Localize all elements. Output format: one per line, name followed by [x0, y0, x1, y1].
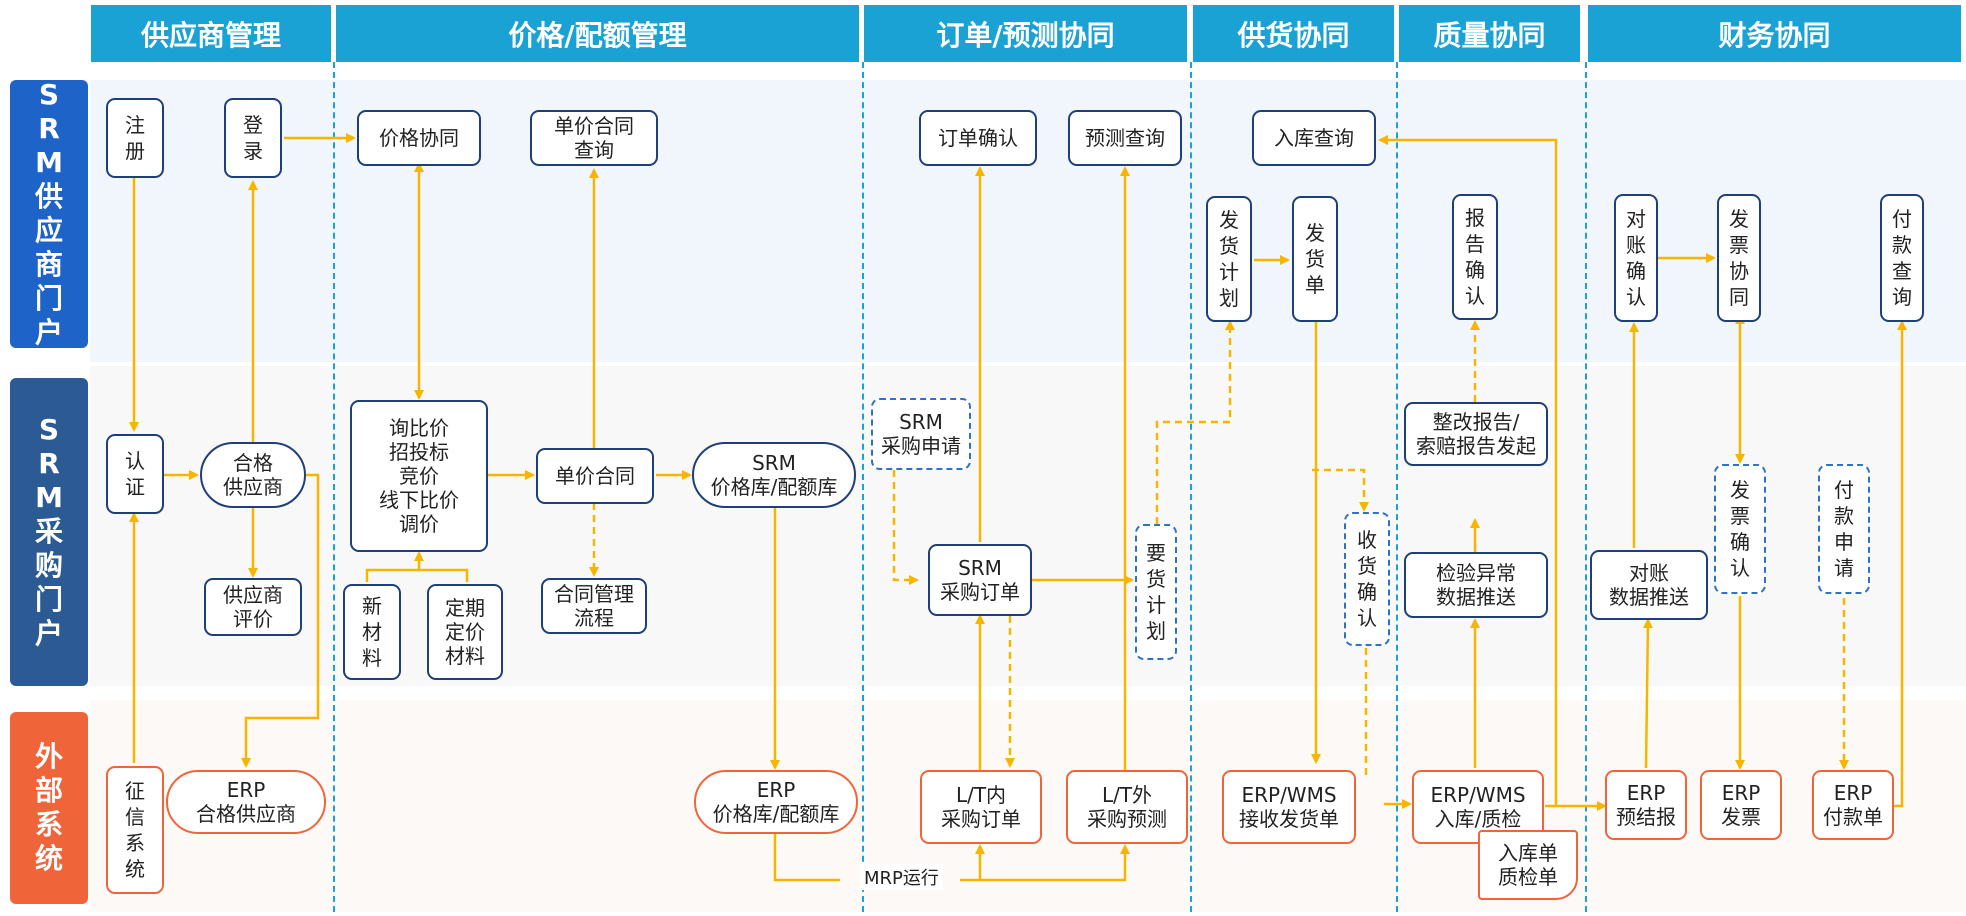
periodic-material-node: 定期 定价 材料 [427, 584, 503, 680]
inspection-exception-push-node: 检验异常 数据推送 [1404, 552, 1548, 618]
reconcile-confirm-node: 对 账 确 认 [1614, 194, 1658, 322]
erp-qualified-supplier-node: ERP 合格供应商 [166, 770, 326, 834]
inquiry-bidding-node: 询比价 招投标 竞价 线下比价 调价 [350, 400, 488, 552]
erp-wms-receive-node: ERP/WMS 接收发货单 [1222, 770, 1356, 844]
report-confirm-node: 报 告 确 认 [1452, 194, 1498, 320]
srm-purchase-order-node: SRM 采购订单 [928, 544, 1032, 616]
payment-query-node: 付 款 查 询 [1880, 194, 1924, 322]
receive-confirm-node: 收 货 确 认 [1344, 512, 1390, 646]
reconcile-push-node: 对账 数据推送 [1590, 550, 1708, 620]
row-label-external: 外部系统 [10, 712, 88, 904]
separator [333, 62, 335, 912]
column-quality: 质量协同 [1399, 5, 1580, 62]
srm-purchase-request-node: SRM 采购申请 [871, 398, 971, 470]
storage-inspection-doc-node: 入库单 质检单 [1478, 830, 1578, 900]
storage-query-node: 入库查询 [1252, 110, 1376, 166]
separator [1190, 62, 1192, 912]
payment-request-node: 付 款 申 请 [1818, 464, 1870, 594]
forecast-query-node: 预测查询 [1068, 110, 1182, 166]
price-collab-node: 价格协同 [357, 110, 481, 166]
qualified-supplier-node: 合格 供应商 [200, 442, 306, 508]
erp-pre-settlement-node: ERP 预结报 [1605, 770, 1687, 840]
new-material-node: 新 材 料 [343, 584, 401, 680]
invoice-confirm-node: 发 票 确 认 [1714, 464, 1766, 594]
contract-flow-node: 合同管理 流程 [541, 578, 647, 634]
demand-plan-node: 要 货 计 划 [1135, 524, 1177, 660]
contract-query-node: 单价合同 查询 [530, 110, 658, 166]
column-supplier-mgmt: 供应商管理 [91, 5, 331, 62]
lt-in-order-node: L/T内 采购订单 [920, 770, 1042, 844]
order-confirm-node: 订单确认 [919, 110, 1037, 166]
login-node: 登 录 [224, 98, 282, 178]
column-supply: 供货协同 [1193, 5, 1394, 62]
erp-invoice-node: ERP 发票 [1700, 770, 1782, 840]
ship-plan-node: 发 货 计 划 [1206, 196, 1252, 322]
separator [1396, 62, 1398, 912]
lt-out-forecast-node: L/T外 采购预测 [1066, 770, 1188, 844]
column-order-forecast: 订单/预测协同 [864, 5, 1187, 62]
supplier-evaluate-node: 供应商 评价 [204, 578, 302, 636]
credit-system-node: 征 信 系 统 [106, 766, 164, 894]
separator [862, 62, 864, 912]
rectify-claim-report-node: 整改报告/ 索赔报告发起 [1404, 402, 1548, 466]
srm-price-library-node: SRM 价格库/配额库 [692, 442, 856, 508]
register-node: 注 册 [106, 98, 164, 178]
ship-note-node: 发 货 单 [1292, 196, 1338, 322]
erp-payment-node: ERP 付款单 [1812, 770, 1894, 840]
row-label-purchase-portal: SRM采购门户 [10, 378, 88, 686]
unit-contract-node: 单价合同 [536, 448, 654, 504]
row-label-supplier-portal: SRM供应商门户 [10, 78, 88, 349]
separator [1585, 62, 1587, 912]
certify-node: 认 证 [106, 434, 164, 514]
column-finance: 财务协同 [1588, 5, 1961, 62]
mrp-run-label: MRP运行 [860, 864, 943, 890]
invoice-collab-node: 发 票 协 同 [1717, 194, 1761, 322]
erp-price-library-node: ERP 价格库/配额库 [694, 770, 858, 834]
column-price-quota: 价格/配额管理 [336, 5, 859, 62]
